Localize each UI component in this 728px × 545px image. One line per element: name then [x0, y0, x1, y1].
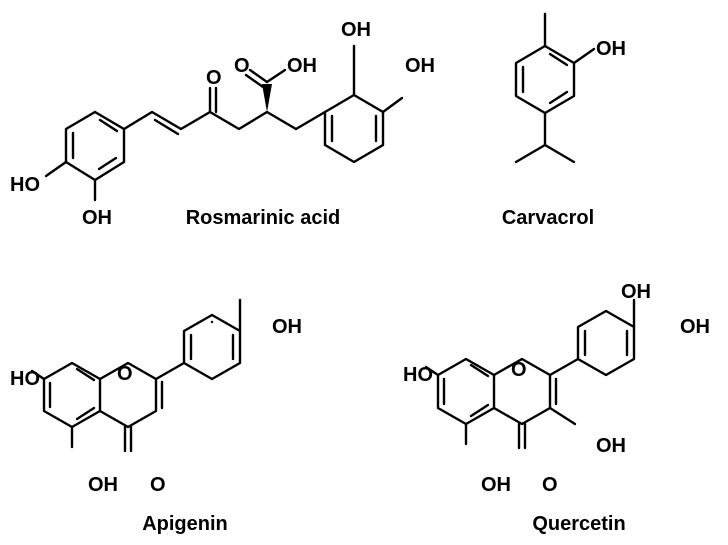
apigenin-b-ring [182, 313, 242, 381]
apigenin-biaryl-bond [154, 361, 186, 381]
apigenin-oh-top: OH [272, 316, 302, 338]
apigenin-ho-bond [30, 369, 46, 381]
rosmarinic-oh-right-top: OH [341, 19, 371, 41]
quercetin-name: Quercetin [532, 513, 625, 535]
apigenin-ho: HO [10, 368, 40, 390]
rosmarinic-chain [122, 86, 298, 136]
quercetin-structure: HO O OH OH OH OH O Quercetin [403, 281, 710, 535]
rosmarinic-acid-o: O [234, 55, 250, 77]
quercetin-ho-bond [424, 365, 440, 377]
rosmarinic-oh-left-bottom: OH [82, 207, 112, 229]
apigenin-oh-bottom: OH [88, 474, 118, 496]
carvacrol-isopropyl-a [514, 111, 547, 164]
quercetin-oh-right: OH [680, 316, 710, 338]
quercetin-oh-top: OH [621, 281, 651, 303]
carvacrol-oh-bond [572, 47, 596, 65]
rosmarinic-right-ring [294, 93, 385, 164]
carvacrol-structure: OH Carvacrol [502, 12, 626, 229]
rosmarinic-acid-co-2 [244, 73, 265, 89]
quercetin-ho: HO [403, 364, 433, 386]
quercetin-oh-3: OH [596, 435, 626, 457]
apigenin-ring-o: O [117, 363, 133, 385]
carvacrol-isopropyl-b [543, 143, 576, 164]
rosmarinic-oh-right: OH [405, 55, 435, 77]
rosmarinic-acid-structure: HO OH O O OH OH OH Rosmarinic acid [10, 19, 435, 229]
quercetin-carbonyl-o: O [542, 474, 558, 496]
rosmarinic-acid-c-oh [265, 68, 287, 84]
rosmarinic-acid-name: Rosmarinic acid [186, 207, 341, 229]
rosmarinic-wedge-bond [262, 84, 272, 112]
quercetin-biaryl-bond [548, 357, 580, 377]
carvacrol-ring [514, 44, 576, 115]
rosmarinic-ho-left: HO [10, 174, 40, 196]
apigenin-structure: HO O OH OH O Apigenin [10, 298, 302, 535]
rosmarinic-left-ring [64, 110, 126, 182]
rosmarinic-ketone-o: O [206, 67, 222, 89]
quercetin-b-ring [576, 309, 636, 377]
rosmarinic-oh-right-bond [381, 96, 404, 114]
apigenin-carbonyl-o: O [150, 474, 166, 496]
carvacrol-oh: OH [596, 38, 626, 60]
rosmarinic-acid-co [248, 68, 269, 84]
quercetin-oh3-bond [548, 406, 577, 426]
rosmarinic-acid-oh: OH [287, 55, 317, 77]
apigenin-name: Apigenin [142, 513, 228, 535]
quercetin-c-ring [492, 357, 558, 426]
quercetin-a-ring [436, 357, 496, 426]
carvacrol-name: Carvacrol [502, 207, 594, 229]
rosmarinic-ho-bond [44, 160, 68, 178]
apigenin-c-ring [98, 361, 164, 429]
quercetin-oh-bottom: OH [481, 474, 511, 496]
apigenin-a-ring [42, 361, 102, 429]
quercetin-ring-o: O [511, 359, 527, 381]
